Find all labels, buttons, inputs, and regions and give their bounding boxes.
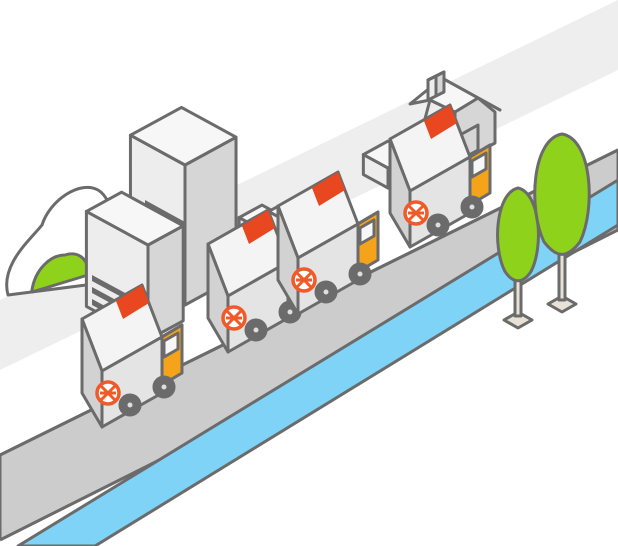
tree-foliage <box>496 186 540 283</box>
truck-logo <box>291 267 317 293</box>
office-tower-top-face <box>128 105 238 167</box>
truck-window <box>162 331 180 359</box>
delivery-truck <box>80 283 184 429</box>
truck-wheel-hub <box>432 219 444 231</box>
truck-window <box>358 218 376 246</box>
truck-logo <box>95 380 121 406</box>
truck-wheel-hub <box>320 286 332 298</box>
river <box>16 178 618 546</box>
tree-base <box>546 294 578 314</box>
truck-wheel-hub <box>124 399 136 411</box>
chimney-top <box>426 70 446 82</box>
tree <box>496 186 540 330</box>
truck-wheel-hub <box>466 201 478 213</box>
delivery-truck <box>276 170 380 316</box>
tree-base <box>502 310 534 330</box>
truck-logo <box>221 305 247 331</box>
truck-stripe <box>424 105 457 139</box>
truck-stripe <box>242 210 275 244</box>
office-block-top-face <box>84 190 185 247</box>
truck-window <box>470 151 488 179</box>
truck-wheel-hub <box>250 324 262 336</box>
truck-stripe <box>312 172 345 206</box>
truck-stripe <box>116 285 149 319</box>
truck-wheel-hub <box>158 381 170 393</box>
truck-logo <box>403 200 429 226</box>
tree <box>533 132 591 314</box>
truck-wheel-hub <box>284 306 296 318</box>
delivery-truck <box>388 103 492 249</box>
truck-wheel-hub <box>354 268 366 280</box>
tree-foliage <box>533 132 591 256</box>
